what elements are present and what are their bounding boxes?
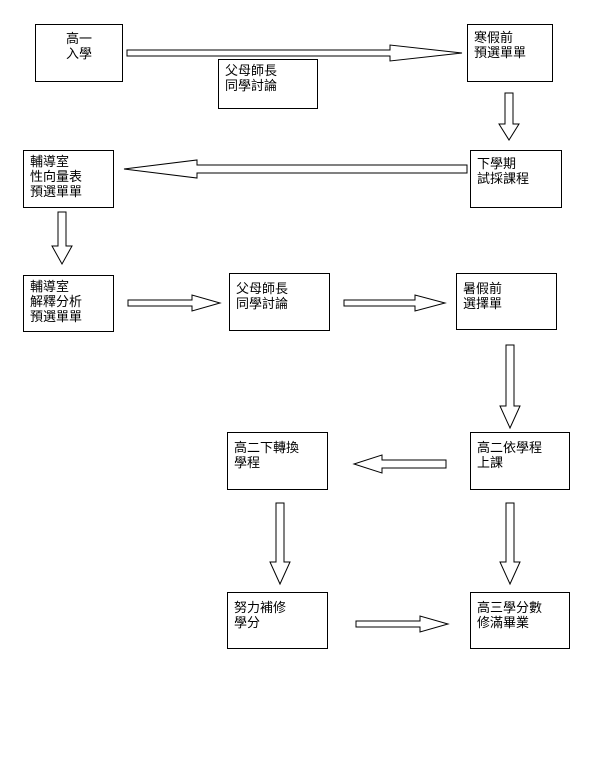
node-text-line: 上課 bbox=[477, 456, 504, 471]
node-text-line: 輔導室 bbox=[30, 155, 70, 170]
node-text-line: 預選單單 bbox=[30, 185, 83, 200]
arrow-program-classes-to-graduate bbox=[499, 502, 521, 586]
node-text-line: 高一 bbox=[65, 32, 92, 47]
arrow-make-up-credits-to-graduate bbox=[355, 615, 450, 633]
node-text-line: 預選單單 bbox=[30, 310, 83, 325]
node-text-line: 學分 bbox=[234, 616, 261, 631]
node-text-line: 同學討論 bbox=[236, 297, 289, 312]
node-text-line: 高三學分數 bbox=[477, 601, 543, 616]
arrow-switch-program-to-make-up-credits bbox=[269, 502, 291, 586]
node-text-line: 入學 bbox=[65, 47, 92, 62]
arrow-aptitude-test-to-analysis bbox=[51, 211, 73, 266]
arrow-winter-preselect-to-trial-courses bbox=[498, 92, 520, 141]
node-text-line: 寒假前 bbox=[474, 31, 514, 46]
node-sophomore-switch-program: 高二下轉換 學程 bbox=[227, 432, 328, 490]
node-winter-break-preselect: 寒假前 預選單單 bbox=[467, 24, 553, 82]
arrow-summer-select-to-program-classes bbox=[499, 344, 521, 430]
node-text-line: 高二依學程 bbox=[477, 441, 543, 456]
node-text-line: 試採課程 bbox=[477, 172, 530, 187]
node-counseling-analysis: 輔導室 解釋分析 預選單單 bbox=[23, 275, 114, 332]
node-text-line: 高二下轉換 bbox=[234, 441, 300, 456]
node-text-line: 性向量表 bbox=[30, 170, 83, 185]
node-text-line: 努力補修 bbox=[234, 601, 287, 616]
node-next-semester-trial-courses: 下學期 試採課程 bbox=[470, 150, 562, 208]
node-parents-teachers-discussion: 父母師長 同學討論 bbox=[218, 59, 318, 109]
node-text-line: 同學討論 bbox=[225, 79, 278, 94]
arrow-trial-courses-to-aptitude-test bbox=[123, 159, 468, 179]
node-text-line: 修滿畢業 bbox=[477, 616, 530, 631]
node-make-up-credits: 努力補修 學分 bbox=[227, 592, 328, 649]
node-freshman-enroll: 高一 入學 bbox=[35, 24, 123, 82]
node-summer-break-select: 暑假前 選擇單 bbox=[456, 273, 557, 330]
arrow-program-classes-to-switch-program bbox=[352, 454, 447, 474]
node-senior-graduate: 高三學分數 修滿畢業 bbox=[470, 592, 570, 649]
node-text-line: 暑假前 bbox=[463, 282, 503, 297]
arrow-enroll-to-winter-preselect bbox=[126, 44, 463, 62]
node-text-line: 父母師長 bbox=[236, 282, 289, 297]
node-text-line: 學程 bbox=[234, 456, 261, 471]
node-text-line: 選擇單 bbox=[463, 297, 503, 312]
node-text-line: 輔導室 bbox=[30, 280, 70, 295]
node-text-line: 解釋分析 bbox=[30, 295, 83, 310]
node-text-line: 下學期 bbox=[477, 157, 517, 172]
arrow-analysis-to-discussion bbox=[127, 294, 222, 312]
node-sophomore-program-classes: 高二依學程 上課 bbox=[470, 432, 570, 490]
node-counseling-aptitude-test: 輔導室 性向量表 預選單單 bbox=[23, 150, 114, 208]
node-parents-teachers-discussion-2: 父母師長 同學討論 bbox=[229, 273, 330, 331]
node-text-line: 預選單單 bbox=[474, 46, 527, 61]
node-text-line: 父母師長 bbox=[225, 64, 278, 79]
arrow-discussion-to-summer-select bbox=[343, 294, 447, 312]
